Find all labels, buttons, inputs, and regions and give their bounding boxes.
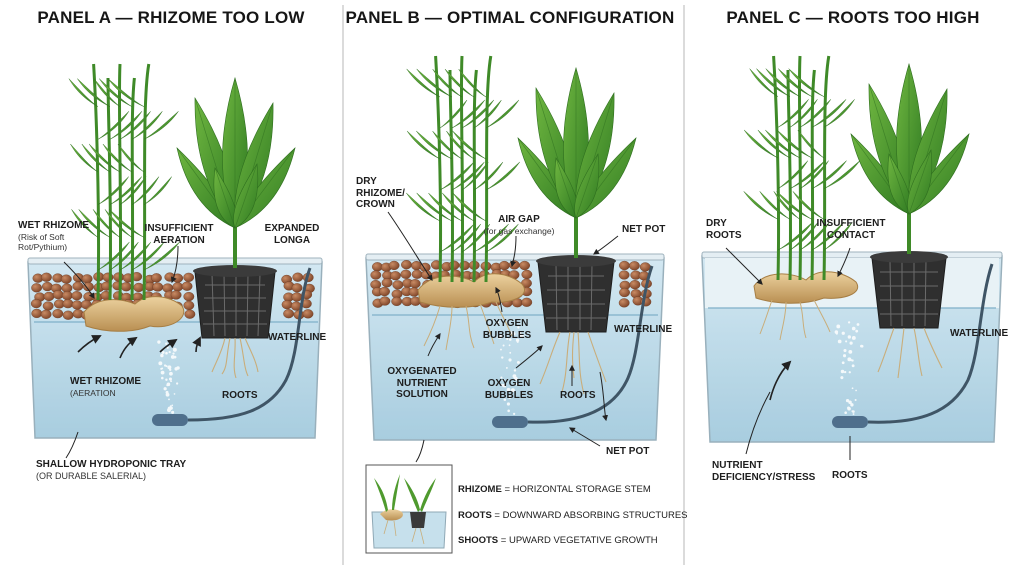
panel-b-label-waterline: WATERLINE — [614, 324, 673, 335]
panel-c-label-nutrient-deficiency: NUTRIENT DEFICIENCY/STRESS — [712, 460, 816, 483]
panel-b-label-air-gap-sub: (for gas exchange) — [483, 225, 555, 236]
panel-c-label-roots: ROOTS — [832, 470, 868, 481]
panel-a-label-waterline: WATERLINE — [268, 332, 327, 343]
panel-b-shoots — [406, 55, 520, 283]
legend-row-shoots: SHOOTS = UPWARD VEGETATIVE GROWTH — [458, 535, 658, 546]
panel-b-air-stone — [492, 416, 528, 428]
panel-c-title: PANEL C — ROOTS TOO HIGH — [726, 8, 980, 27]
panel-c-art — [701, 55, 1003, 461]
panel-a-label-wet-rhizome: WET RHIZOME (Risk of Soft Rot/Pythium) — [18, 220, 106, 252]
panel-b-art — [365, 55, 665, 554]
panel-b-net-pot — [537, 261, 615, 333]
panel-b-label-roots: ROOTS — [560, 390, 596, 401]
panel-b-label-dry-rhizome: DRY RHIZOME/ CROWN — [356, 176, 405, 210]
panel-a-art — [27, 63, 323, 459]
panel-c-label-dry-roots: DRY ROOTS — [706, 218, 742, 241]
panel-a-title: PANEL A — RHIZOME TOO LOW — [37, 8, 305, 27]
panel-b-label-net-pot-bottom: NET POT — [606, 446, 650, 457]
panel-c-shoots — [743, 55, 861, 281]
panel-b-label-oxygen-bubbles-1: OXYGEN BUBBLES — [482, 318, 532, 341]
panel-b-label-oxygenated: OXYGENATED NUTRIENT SOLUTION — [387, 366, 457, 400]
legend-row-rhizome: RHIZOME = HORIZONTAL STORAGE STEM — [458, 484, 651, 495]
panel-a-label-wet-rhizome-2-sub: (AERATION — [70, 387, 116, 398]
panel-c-air-stone — [832, 416, 868, 428]
panel-a-leaves — [176, 76, 296, 268]
panel-a-rhizome — [83, 296, 185, 332]
panel-b-leaves — [517, 66, 637, 258]
panel-a-label-wet-rhizome-sub: (Risk of Soft Rot/Pythium) — [18, 231, 68, 252]
panel-b-title: PANEL B — OPTIMAL CONFIGURATION — [345, 8, 675, 27]
panel-a-label-tray-sub: (OR DURABLE SALERIAL) — [36, 470, 147, 481]
panel-c-label-waterline: WATERLINE — [950, 328, 1009, 339]
panel-b-label-oxygen-bubbles-2: OXYGEN BUBBLES — [484, 378, 534, 401]
panel-b-rhizome — [417, 273, 525, 308]
panel-b-label-net-pot-top: NET POT — [622, 224, 666, 235]
panel-a-air-stone — [152, 414, 188, 426]
panel-a-label-expanded-longa: EXPANDED LONGA — [264, 223, 320, 246]
panel-a-label-wet-rhizome-2: WET RHIZOME (AERATION — [70, 376, 142, 398]
panel-a-net-pot — [194, 271, 276, 339]
panel-a-shoots — [68, 63, 180, 301]
panel-a-label-tray: SHALLOW HYDROPONIC TRAY (OR DURABLE SALE… — [36, 459, 187, 481]
panel-a-label-roots: ROOTS — [222, 390, 258, 401]
panel-c-label-insufficient-contact: INSUFFICIENT CONTACT — [816, 218, 886, 241]
legend-row-roots: ROOTS = DOWNWARD ABSORBING STRUCTURES — [458, 510, 688, 521]
panel-c-leaves — [850, 62, 970, 254]
panel-b-label-air-gap: AIR GAP (for gas exchange) — [474, 214, 564, 236]
panel-a-label-insufficient-aeration: INSUFFICIENT AERATION — [144, 223, 214, 246]
panel-c-rhizome — [753, 271, 859, 304]
panel-c-net-pot — [871, 257, 947, 329]
